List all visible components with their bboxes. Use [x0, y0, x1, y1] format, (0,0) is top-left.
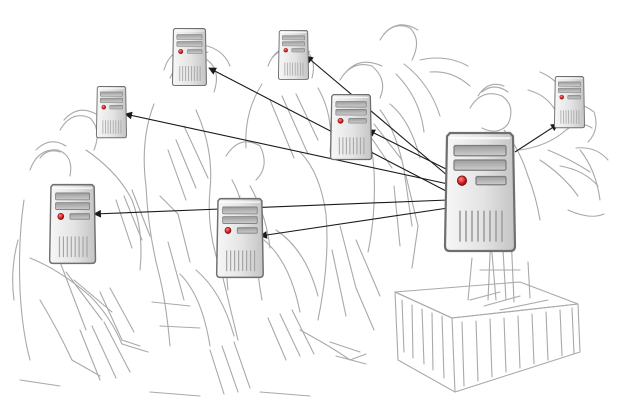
server-icon — [171, 27, 207, 87]
audience-left — [12, 109, 151, 377]
server-icon — [215, 197, 264, 279]
server-icon — [443, 131, 517, 253]
server-left-upper — [95, 85, 128, 139]
server-icon — [329, 93, 373, 161]
server-right — [553, 75, 586, 129]
server-middle — [329, 93, 373, 161]
server-icon — [277, 29, 310, 80]
server-icon — [553, 75, 586, 129]
server-top-center — [277, 29, 310, 80]
server-left-lower — [48, 183, 97, 265]
arrow-to-server-top-left — [208, 67, 449, 193]
arrow-to-server-top-center — [305, 55, 449, 177]
server-icon — [48, 183, 97, 265]
arrow-to-server-center-lower — [259, 207, 449, 239]
connection-arrows — [93, 55, 559, 239]
arrow-to-server-right — [514, 123, 559, 153]
central-server — [443, 131, 517, 253]
background-sketch — [12, 24, 609, 397]
arrow-to-server-left-upper — [124, 111, 449, 185]
stage-podium — [394, 281, 581, 393]
server-top-left — [171, 27, 207, 87]
server-center-lower — [215, 197, 264, 279]
arrow-to-server-left-lower — [93, 199, 449, 218]
floor-hatching — [19, 309, 367, 397]
server-icon — [95, 85, 128, 139]
arrow-to-server-middle — [367, 129, 449, 171]
